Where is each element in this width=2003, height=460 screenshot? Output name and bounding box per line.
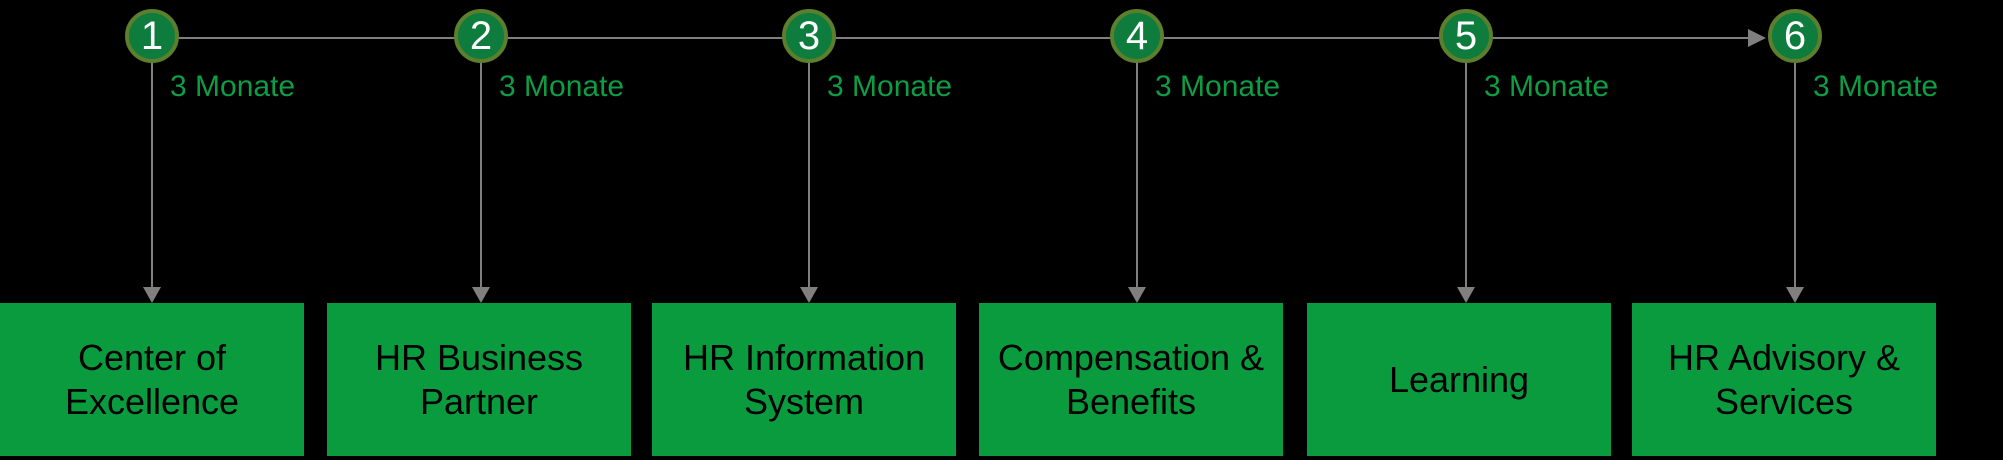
milestone-2-circle: 2 (454, 9, 508, 63)
milestone-4-number: 4 (1125, 14, 1149, 58)
arrow-down-icon (1128, 287, 1146, 303)
timeline-line (152, 37, 1750, 39)
function-box-hr-advisory-services: HR Advisory & Services (1632, 303, 1936, 456)
duration-label: 3 Monate (1813, 70, 1939, 103)
arrow-down-icon (1457, 287, 1475, 303)
milestone-6-number: 6 (1783, 14, 1807, 58)
duration-label: 3 Monate (170, 70, 296, 103)
milestone-3-number: 3 (797, 14, 821, 58)
milestone-1-circle: 1 (125, 9, 179, 63)
connector-line (151, 63, 153, 289)
arrow-down-icon (472, 287, 490, 303)
arrow-down-icon (143, 287, 161, 303)
milestone-5-circle: 5 (1439, 9, 1493, 63)
function-box-label: HR Business Partner (374, 336, 584, 422)
function-box-hr-information-system: HR Information System (652, 303, 956, 456)
function-box-learning: Learning (1307, 303, 1611, 456)
function-box-label: Center of Excellence (64, 336, 240, 422)
arrow-down-icon (1786, 287, 1804, 303)
function-box-label: HR Advisory & Services (1667, 336, 1901, 422)
milestone-5-number: 5 (1454, 14, 1478, 58)
function-box-label: HR Information System (682, 336, 926, 422)
function-box-compensation-benefits: Compensation & Benefits (979, 303, 1283, 456)
milestone-4-circle: 4 (1110, 9, 1164, 63)
connector-line (1136, 63, 1138, 289)
duration-label: 3 Monate (1484, 70, 1610, 103)
duration-label: 3 Monate (827, 70, 953, 103)
function-box-label: Compensation & Benefits (997, 336, 1265, 422)
milestone-1-number: 1 (140, 14, 164, 58)
function-box-hr-business-partner: HR Business Partner (327, 303, 631, 456)
milestone-2-number: 2 (469, 14, 493, 58)
connector-line (1794, 63, 1796, 289)
connector-line (1465, 63, 1467, 289)
duration-label: 3 Monate (499, 70, 625, 103)
function-box-center-of-excellence: Center of Excellence (0, 303, 304, 456)
function-box-label: Learning (1388, 358, 1530, 400)
milestone-6-circle: 6 (1768, 9, 1822, 63)
duration-label: 3 Monate (1155, 70, 1281, 103)
connector-line (480, 63, 482, 289)
arrow-down-icon (800, 287, 818, 303)
connector-line (808, 63, 810, 289)
arrow-right-icon (1748, 29, 1766, 47)
milestone-3-circle: 3 (782, 9, 836, 63)
